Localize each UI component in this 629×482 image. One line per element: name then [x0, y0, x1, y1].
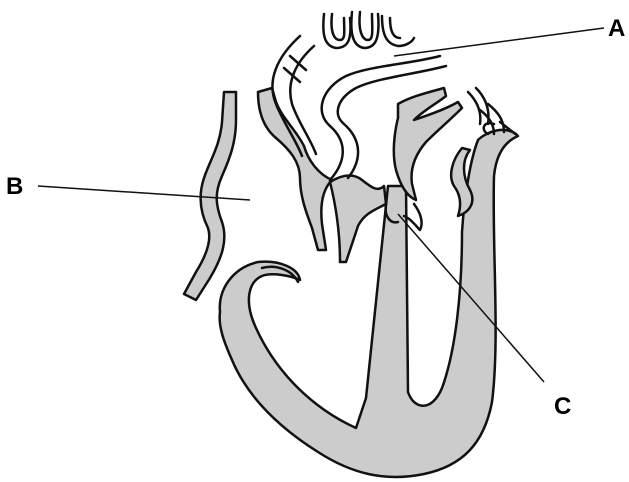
pulmonary-branch-right [468, 88, 516, 134]
heart-tissue [184, 88, 518, 477]
arch-branch-1 [323, 14, 350, 48]
arch-branch-3 [382, 16, 414, 46]
ventricle-walls [220, 130, 518, 477]
label-a: A [608, 15, 625, 42]
label-c: C [554, 393, 571, 420]
label-b: B [6, 173, 23, 200]
arch-branch-2 [351, 12, 378, 48]
arch-branch-3-inner [390, 18, 400, 38]
central-valve-tissue [330, 176, 386, 262]
leader-line-a [394, 28, 604, 56]
arch-branch-1-inner [331, 14, 344, 40]
arch-branch-2-inner [359, 12, 372, 40]
